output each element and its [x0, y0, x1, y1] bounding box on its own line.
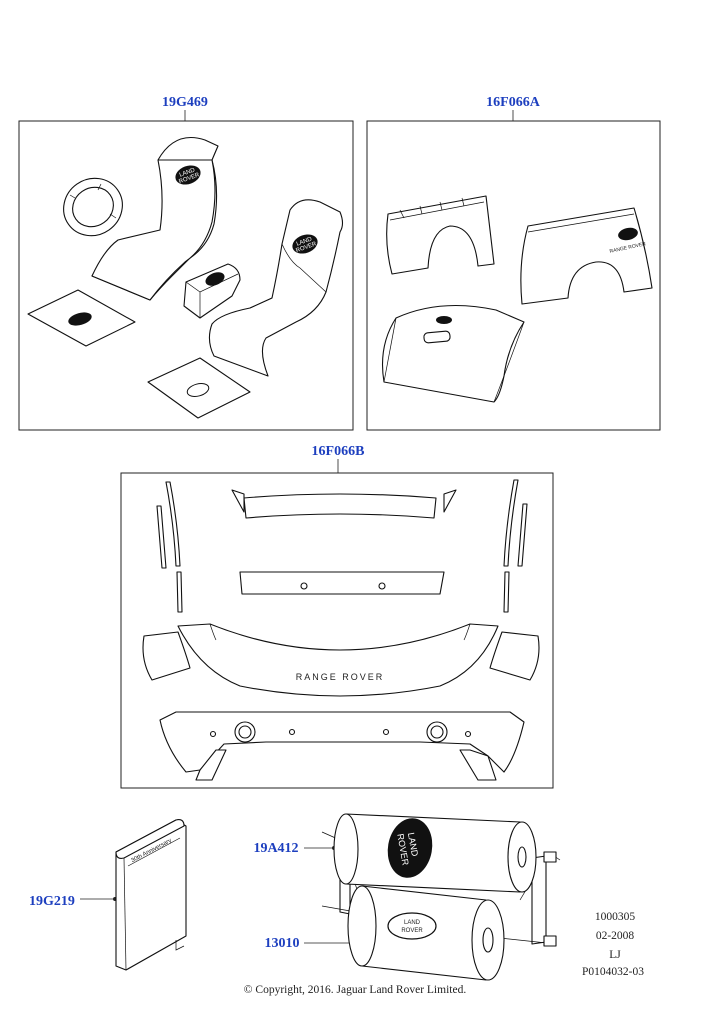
- wing-cover-left: [386, 195, 495, 275]
- svg-text:RANGE ROVER: RANGE ROVER: [296, 672, 385, 682]
- film-bonnet-strip: RANGE ROVER: [142, 623, 540, 697]
- film-middle-strip: [239, 571, 445, 595]
- seat-cover-left: LAND ROVER: [91, 136, 219, 301]
- floor-mat-right: [147, 357, 251, 419]
- paper-roll-lower: LAND ROVER: [347, 885, 505, 981]
- land-rover-logo-icon: [186, 383, 210, 397]
- film-strips-right: [503, 479, 528, 613]
- land-rover-logo-icon: [618, 227, 638, 241]
- land-rover-logo-icon: [387, 818, 433, 878]
- film-strips-left: [156, 481, 183, 613]
- reference-initials: LJ: [609, 949, 621, 961]
- land-rover-logo-icon: [387, 912, 437, 940]
- protection-film-frame: [120, 472, 554, 789]
- seat-kit-frame: [18, 120, 354, 431]
- console-cover: [183, 263, 241, 319]
- drawing-number: P0104032-03: [582, 966, 644, 978]
- steering-wheel-cover: [63, 177, 123, 237]
- roll-dispenser-group: 19A412 13010 LAND ROVER: [253, 813, 561, 981]
- book-group: 19G219 30th Anniversary: [29, 819, 187, 971]
- land-rover-logo-icon: [292, 234, 318, 254]
- callout-19g219[interactable]: 19G219: [29, 894, 75, 909]
- protection-film-group: 16F066B: [120, 444, 554, 789]
- wing-covers-frame: [366, 120, 661, 431]
- anniversary-book: 30th Anniversary: [115, 819, 187, 971]
- svg-text:LAND: LAND: [296, 236, 314, 247]
- land-rover-logo-icon: [205, 272, 225, 286]
- svg-text:ROVER: ROVER: [401, 928, 423, 934]
- land-rover-logo-icon: [68, 312, 92, 326]
- paper-roll-upper: LAND ROVER: [333, 813, 537, 893]
- callout-13010[interactable]: 13010: [265, 936, 300, 951]
- front-grille-cover: [381, 304, 525, 403]
- svg-text:LAND: LAND: [404, 920, 421, 926]
- svg-text:LAND: LAND: [406, 832, 420, 858]
- reference-block: 1000305 02-2008 LJ P0104032-03: [582, 911, 644, 978]
- svg-text:LAND: LAND: [179, 167, 197, 178]
- wing-covers-group: 16F066A RANGE ROVER: [366, 95, 661, 431]
- callout-16f066b[interactable]: 16F066B: [312, 444, 365, 459]
- wing-cover-right: RANGE ROVER: [520, 207, 653, 305]
- film-top-strip: [231, 489, 457, 519]
- land-rover-logo-icon: [175, 165, 201, 185]
- reference-date: 02-2008: [596, 930, 635, 942]
- floor-mat-left: [27, 289, 136, 347]
- callout-19g469[interactable]: 19G469: [162, 95, 208, 110]
- copyright-notice: © Copyright, 2016. Jaguar Land Rover Lim…: [244, 984, 467, 996]
- land-rover-logo-icon: [436, 316, 452, 324]
- seat-cover-right: LAND ROVER: [208, 199, 344, 377]
- callout-16f066a[interactable]: 16F066A: [486, 95, 541, 110]
- reference-code: 1000305: [595, 911, 636, 923]
- film-bumper-strip: [159, 711, 525, 781]
- seat-kit-group: 19G469 LAND ROVER: [18, 95, 354, 431]
- callout-19a412[interactable]: 19A412: [253, 841, 298, 856]
